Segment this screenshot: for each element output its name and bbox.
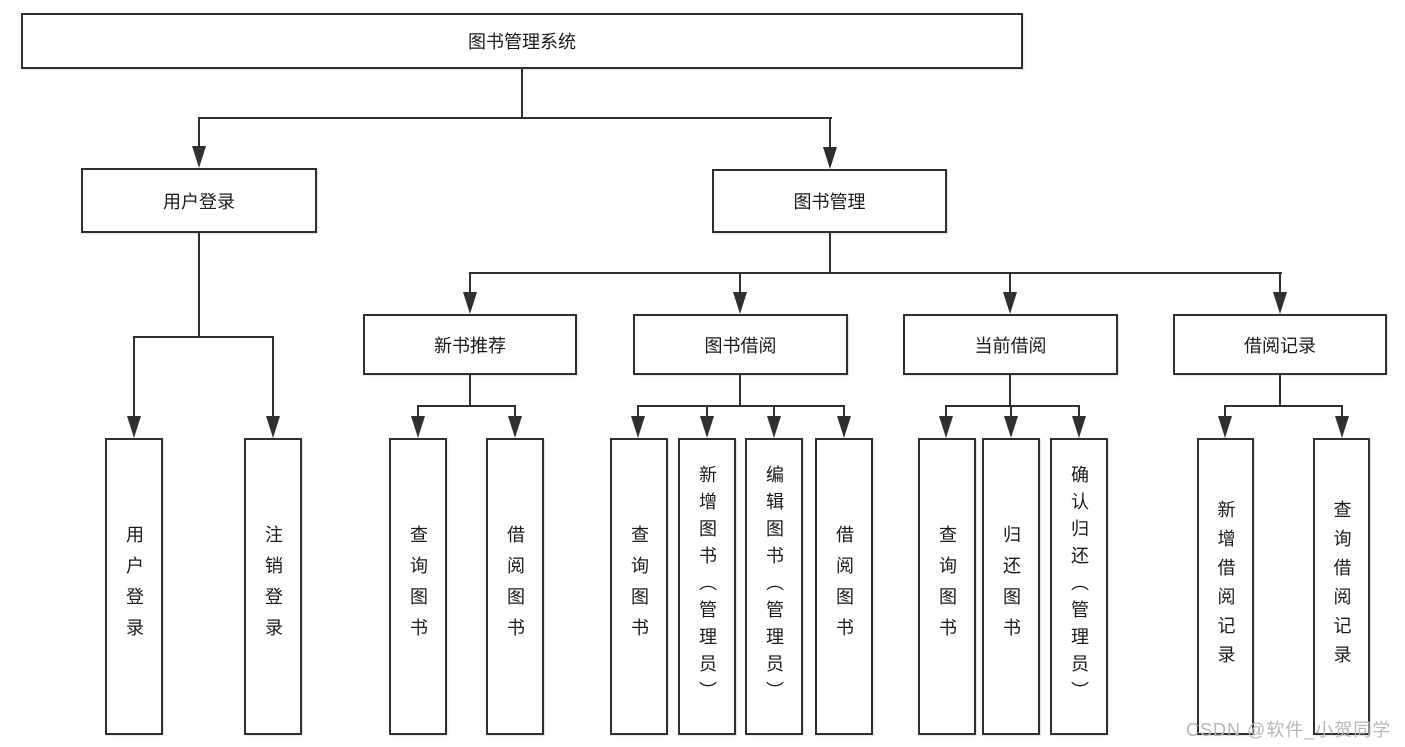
connector-line — [198, 117, 832, 119]
node-book-management: 图书管理 — [712, 169, 947, 233]
arrow-down-icon — [411, 416, 425, 438]
leaf-borrow-books: 借阅图书 — [815, 438, 873, 735]
connector-line — [1279, 375, 1281, 406]
node-book-borrowing: 图书借阅 — [633, 314, 848, 375]
arrow-down-icon — [508, 416, 522, 438]
arrow-down-icon — [127, 416, 141, 438]
connector-line — [1341, 405, 1343, 418]
connector-line — [843, 405, 845, 418]
connector-line — [469, 272, 471, 294]
connector-line — [469, 272, 1282, 274]
leaf-confirm-return-admin: 确认归还（管理员） — [1050, 438, 1108, 735]
connector-line — [1010, 405, 1012, 418]
arrow-down-icon — [767, 416, 781, 438]
arrow-down-icon — [266, 416, 280, 438]
connector-line — [198, 233, 200, 337]
connector-line — [739, 375, 741, 406]
arrow-down-icon — [631, 416, 645, 438]
connector-line — [198, 117, 200, 148]
node-borrowing-records: 借阅记录 — [1173, 314, 1387, 375]
leaf-recommend-borrow-books: 借阅图书 — [486, 438, 544, 735]
leaf-borrowing-query-books: 查询图书 — [610, 438, 668, 735]
connector-line — [1224, 405, 1226, 418]
arrow-down-icon — [700, 416, 714, 438]
arrow-down-icon — [1004, 416, 1018, 438]
leaf-edit-book-admin: 编辑图书（管理员） — [745, 438, 803, 735]
arrow-down-icon — [837, 416, 851, 438]
connector-line — [1279, 272, 1281, 294]
connector-line — [469, 375, 471, 406]
leaf-user-login: 用户登录 — [105, 438, 163, 735]
arrow-down-icon — [939, 416, 953, 438]
connector-line — [521, 69, 523, 118]
leaf-current-query-books: 查询图书 — [918, 438, 976, 735]
node-new-book-recommend: 新书推荐 — [363, 314, 577, 375]
connector-line — [829, 233, 831, 273]
connector-line — [417, 405, 419, 418]
connector-line — [739, 272, 741, 294]
leaf-logout: 注销登录 — [244, 438, 302, 735]
connector-line — [1078, 405, 1080, 418]
arrow-down-icon — [1072, 416, 1086, 438]
arrow-down-icon — [192, 146, 206, 168]
connector-line — [829, 117, 831, 148]
connector-line — [272, 336, 274, 418]
connector-line — [945, 405, 1080, 407]
connector-line — [637, 405, 639, 418]
connector-line — [1224, 405, 1343, 407]
leaf-recommend-query-books: 查询图书 — [389, 438, 447, 735]
connector-line — [637, 405, 845, 407]
node-root-library-system: 图书管理系统 — [21, 13, 1023, 69]
connector-line — [773, 405, 775, 418]
arrow-down-icon — [823, 147, 837, 169]
connector-line — [514, 405, 516, 418]
csdn-watermark: CSDN @软件_小贺同学 — [1186, 720, 1392, 740]
leaf-add-borrow-record: 新增借阅记录 — [1197, 438, 1254, 735]
node-user-login: 用户登录 — [81, 168, 317, 233]
arrow-down-icon — [733, 292, 747, 314]
leaf-return-books: 归还图书 — [982, 438, 1040, 735]
arrow-down-icon — [1218, 416, 1232, 438]
leaf-add-book-admin: 新增图书（管理员） — [678, 438, 736, 735]
connector-line — [417, 405, 516, 407]
connector-line — [133, 336, 274, 338]
arrow-down-icon — [1003, 292, 1017, 314]
connector-line — [945, 405, 947, 418]
arrow-down-icon — [1335, 416, 1349, 438]
node-current-borrowing: 当前借阅 — [903, 314, 1118, 375]
connector-line — [1009, 272, 1011, 294]
arrow-down-icon — [1273, 292, 1287, 314]
connector-line — [1009, 375, 1011, 406]
connector-line — [706, 405, 708, 418]
leaf-query-borrow-record: 查询借阅记录 — [1313, 438, 1370, 735]
arrow-down-icon — [463, 292, 477, 314]
connector-line — [133, 336, 135, 418]
